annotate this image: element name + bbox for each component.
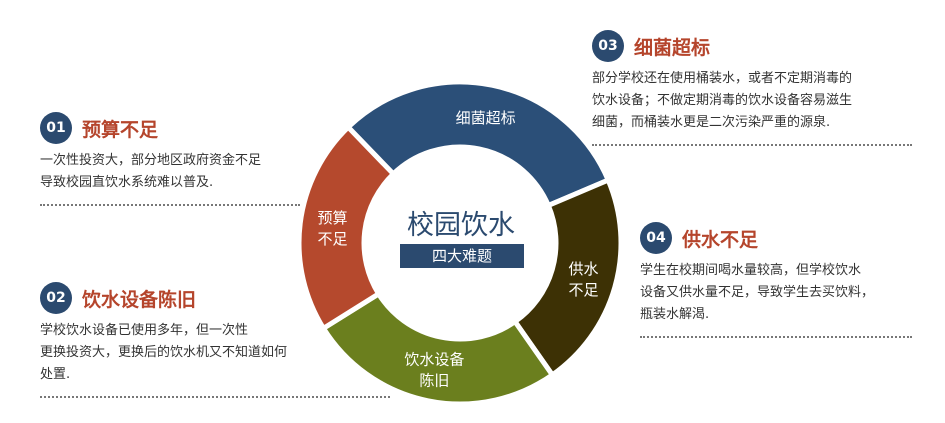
desc-line: 饮水设备；不做定期消毒的饮水设备容易滋生 xyxy=(592,93,853,108)
item-title: 供水不足 xyxy=(682,228,759,251)
desc-line: 更换投资大，更换后的饮水机又不知道如何 xyxy=(40,345,288,360)
segment-label: 预算 xyxy=(317,209,347,227)
desc-line: 细菌，而桶装水更是二次污染严重的源泉. xyxy=(592,115,831,130)
desc-line: 部分学校还在使用桶装水，或者不定期消毒的 xyxy=(592,71,853,86)
item-title: 细菌超标 xyxy=(634,36,711,59)
number-badge: 02 xyxy=(40,282,72,314)
item-title: 饮水设备陈旧 xyxy=(82,288,197,311)
number-badge: 01 xyxy=(40,112,72,144)
dotted-divider xyxy=(40,396,390,398)
dotted-divider xyxy=(40,204,300,206)
dotted-divider xyxy=(640,336,912,338)
segment-bacteria xyxy=(344,79,612,209)
item-supply: 04 供水不足 学生在校期间喝水量较高，但学校饮水设备又供水量不足，导致学生去买饮… xyxy=(640,222,912,338)
number-badge: 04 xyxy=(640,222,672,254)
item-bacteria: 03 细菌超标 部分学校还在使用桶装水，或者不定期消毒的饮水设备；不做定期消毒的饮… xyxy=(592,30,912,146)
segment-equipment xyxy=(320,290,556,407)
center-subtitle: 四大难题 xyxy=(400,244,524,268)
number-badge: 03 xyxy=(592,30,624,62)
segment-label: 不足 xyxy=(569,281,599,299)
item-equipment: 02 饮水设备陈旧 学校饮水设备已使用多年，但一次性更换投资大，更换后的饮水机又不… xyxy=(40,282,390,398)
dotted-divider xyxy=(592,144,912,146)
segment-label: 供水 xyxy=(569,260,599,278)
desc-line: 学生在校期间喝水量较高，但学校饮水 xyxy=(640,263,862,278)
center-title: 校园饮水 xyxy=(407,210,515,241)
desc-line: 设备又供水量不足，导致学生去买饮料， xyxy=(640,285,875,300)
desc-line: 一次性投资大，部分地区政府资金不足 xyxy=(40,153,262,168)
segment-label: 细菌超标 xyxy=(456,109,516,127)
desc-line: 处置. xyxy=(40,367,71,382)
desc-line: 导致校园直饮水系统难以普及. xyxy=(40,175,214,190)
item-budget: 01 预算不足 一次性投资大，部分地区政府资金不足导致校园直饮水系统难以普及. xyxy=(40,112,300,206)
segment-label: 不足 xyxy=(317,230,347,248)
segment-label: 饮水设备 xyxy=(404,350,464,368)
item-title: 预算不足 xyxy=(82,118,159,141)
desc-line: 学校饮水设备已使用多年，但一次性 xyxy=(40,323,249,338)
desc-line: 瓶装水解渴. xyxy=(640,307,710,322)
segment-budget xyxy=(296,123,397,332)
segment-label: 陈旧 xyxy=(419,371,449,389)
